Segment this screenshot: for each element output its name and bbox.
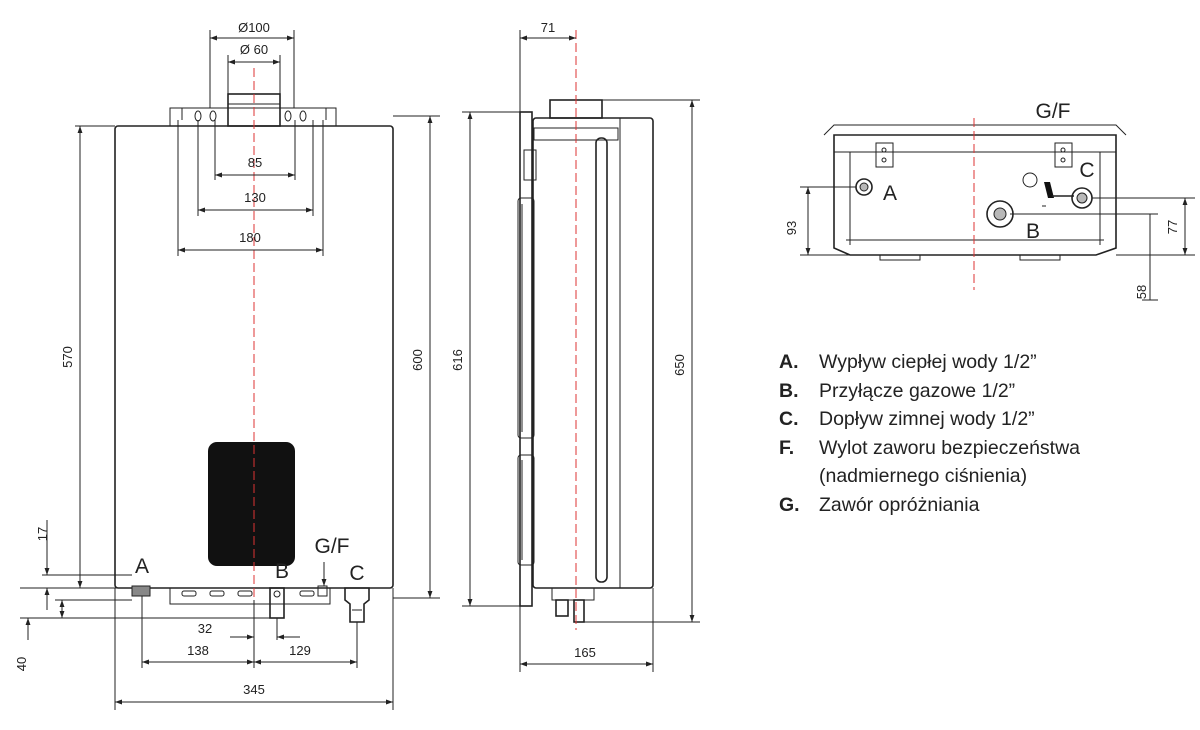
dim-h570: 570 xyxy=(60,346,75,368)
bracket-slot-left-2 xyxy=(209,110,217,122)
display-panel xyxy=(208,442,295,566)
dim-w129: 129 xyxy=(289,643,311,658)
side-connections xyxy=(551,587,595,601)
legend-text: Dopływ zimnej wody 1/2” xyxy=(819,408,1035,430)
label-gf-bottom: G/F xyxy=(1036,100,1071,123)
connection-b-front xyxy=(269,587,285,619)
legend-text: Wylot zaworu bezpieczeństwa xyxy=(819,436,1081,459)
label-b-front: B xyxy=(275,560,289,583)
dim-w130: 130 xyxy=(244,190,266,205)
dim-h600: 600 xyxy=(410,349,425,371)
label-b-bottom: B xyxy=(1026,220,1040,243)
dim-h17: 17 xyxy=(35,527,50,541)
label-c-bottom: C xyxy=(1079,159,1094,182)
connection-c-front xyxy=(344,587,370,623)
legend-key: F. xyxy=(779,436,795,459)
legend-item-f: F. Wylot zaworu bezpieczeństwa xyxy=(779,434,1189,463)
label-c-front: C xyxy=(349,562,364,585)
side-window xyxy=(595,137,608,583)
bottom-bracket xyxy=(169,588,331,605)
mount-tab-left xyxy=(875,142,894,168)
dim-h616: 616 xyxy=(450,349,465,371)
legend-text: (nadmiernego ciśnienia) xyxy=(819,465,1028,487)
bottom-aux-port xyxy=(1022,172,1038,188)
dim-h40: 40 xyxy=(14,657,29,671)
legend-item-b: B. Przyłącze gazowe 1/2” xyxy=(779,377,1189,406)
legend-key: G. xyxy=(779,493,800,516)
dim-d60: Ø 60 xyxy=(240,42,268,57)
front-view: Ø100 Ø 60 85 130 180 570 17 40 xyxy=(14,20,440,710)
legend-text: Przyłącze gazowe 1/2” xyxy=(819,379,1016,402)
dim-w345: 345 xyxy=(243,682,265,697)
dim-w32: 32 xyxy=(198,621,212,636)
label-gf-front: G/F xyxy=(315,535,350,558)
label-a-bottom: A xyxy=(883,182,897,205)
legend-key xyxy=(779,462,819,491)
connection-gf-front xyxy=(317,585,328,597)
legend-item-c: C. Dopływ zimnej wody 1/2” xyxy=(779,405,1189,434)
legend-key: A. xyxy=(779,351,799,373)
legend-text: Wypływ ciepłej wody 1/2” xyxy=(819,351,1037,373)
dim-h650: 650 xyxy=(672,354,687,376)
bottom-connection-gf xyxy=(1044,182,1054,198)
side-wall-plate xyxy=(519,111,533,607)
legend-key: C. xyxy=(779,408,799,430)
dim-w71: 71 xyxy=(541,20,555,35)
top-mounting-bracket xyxy=(169,107,337,126)
legend-item-g: G. Zawór opróżniania xyxy=(779,491,1189,520)
dim-h77: 77 xyxy=(1165,220,1180,234)
bracket-slot-right-2 xyxy=(299,110,307,122)
mount-tab-right xyxy=(1054,142,1073,168)
heater-body-bottom xyxy=(833,134,1117,256)
dim-h58: 58 xyxy=(1134,285,1149,299)
legend-item-f-continued: (nadmiernego ciśnienia) xyxy=(779,462,1189,491)
legend-text: Zawór opróżniania xyxy=(819,493,980,516)
legend: A. Wypływ ciepłej wody 1/2” B. Przyłącze… xyxy=(779,348,1189,519)
dim-w138: 138 xyxy=(187,643,209,658)
legend-item-a: A. Wypływ ciepłej wody 1/2” xyxy=(779,348,1189,377)
dim-w85: 85 xyxy=(248,155,262,170)
dim-d100: Ø100 xyxy=(238,20,270,35)
heater-body-side xyxy=(532,117,654,589)
connection-a-front xyxy=(131,585,151,597)
bracket-slot-left xyxy=(194,110,202,122)
dim-h93: 93 xyxy=(784,221,799,235)
dim-w180: 180 xyxy=(239,230,261,245)
side-view: 71 616 650 165 xyxy=(450,20,700,672)
dim-w165: 165 xyxy=(574,645,596,660)
bracket-slot-right xyxy=(284,110,292,122)
bottom-view: 93 77 58 G/F A B C xyxy=(784,100,1195,301)
label-a-front: A xyxy=(135,555,149,578)
legend-key: B. xyxy=(779,379,799,402)
